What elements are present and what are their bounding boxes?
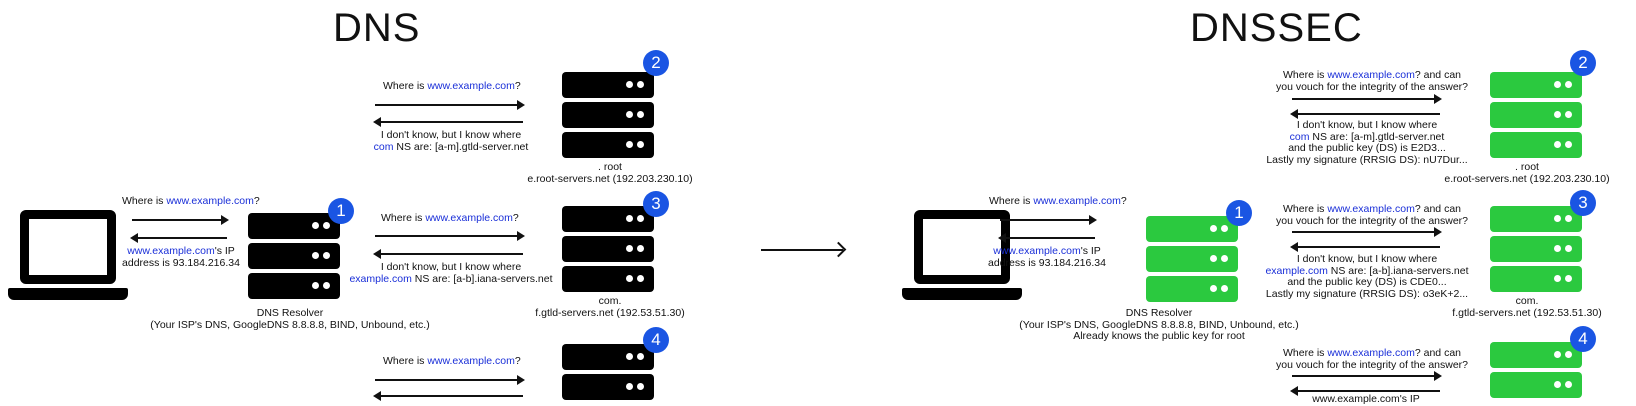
com-query-arrow (1292, 227, 1442, 237)
resolver-server (1146, 276, 1238, 302)
auth-answer-text: www.example.com's IP (1312, 393, 1420, 405)
root-server (1490, 132, 1582, 158)
root-query-text: Where is www.example.com? and can you vo… (1275, 69, 1469, 93)
client-answer-arrow (998, 233, 1095, 243)
root-query-text: Where is www.example.com? (383, 80, 521, 92)
resolver-server (1146, 246, 1238, 272)
client-answer-text: www.example.com's IP address is 93.184.2… (122, 245, 240, 269)
auth-server (562, 374, 654, 400)
auth-query-text: Where is www.example.com? (383, 355, 521, 367)
dnssec-panel: DNSSEC Where is www.example.com? www.exa… (897, 0, 1636, 405)
step-badge-2: 2 (643, 50, 669, 76)
root-answer-arrow (373, 117, 523, 127)
auth-answer-arrow (373, 391, 523, 401)
com-server (562, 266, 654, 292)
auth-query-arrow (1292, 371, 1442, 381)
transition-arrow (761, 249, 843, 251)
root-server (562, 102, 654, 128)
root-query-arrow (1292, 94, 1442, 104)
client-query-arrow (132, 215, 229, 225)
auth-answer-arrow (1290, 386, 1440, 396)
dns-panel: DNS Where is www.example.com? www.exampl… (0, 0, 738, 401)
auth-query-arrow (375, 375, 525, 385)
com-answer-arrow (1290, 242, 1440, 252)
com-query-text: Where is www.example.com? (381, 212, 519, 224)
step-badge-1: 1 (328, 198, 354, 224)
resolver-label: DNS Resolver(Your ISP's DNS, GoogleDNS 8… (1019, 307, 1299, 342)
resolver-server (248, 243, 340, 269)
auth-server (1490, 372, 1582, 398)
auth-query-text: Where is www.example.com? and can you vo… (1275, 347, 1469, 371)
com-query-arrow (375, 231, 525, 241)
client-answer-text: www.example.com's IP address is 93.184.2… (988, 245, 1106, 269)
resolver-server (248, 273, 340, 299)
step-badge-3: 3 (1570, 190, 1596, 216)
com-server (562, 236, 654, 262)
com-server (1490, 266, 1582, 292)
step-badge-4: 4 (643, 327, 669, 353)
client-query-text: Where is www.example.com? (122, 195, 260, 207)
dnssec-title: DNSSEC (1190, 6, 1363, 50)
client-query-text: Where is www.example.com? (989, 195, 1127, 207)
com-server (1490, 206, 1582, 232)
laptop-icon (902, 210, 1022, 302)
step-badge-3: 3 (643, 191, 669, 217)
com-server-label: com.f.gtld-servers.net (192.53.51.30) (535, 295, 685, 319)
root-server (562, 72, 654, 98)
root-server (562, 132, 654, 158)
root-server (1490, 72, 1582, 98)
step-badge-1: 1 (1226, 200, 1252, 226)
resolver-server (248, 213, 340, 239)
step-badge-4: 4 (1570, 326, 1596, 352)
com-query-text: Where is www.example.com? and can you vo… (1275, 203, 1469, 227)
auth-server (1490, 342, 1582, 368)
com-answer-arrow (373, 249, 523, 259)
root-answer-arrow (1290, 109, 1440, 119)
resolver-server (1146, 216, 1238, 242)
resolver-label: DNS Resolver(Your ISP's DNS, GoogleDNS 8… (150, 307, 430, 331)
auth-server (562, 344, 654, 370)
root-query-arrow (375, 100, 525, 110)
client-answer-arrow (130, 233, 227, 243)
root-server (1490, 102, 1582, 128)
client-query-arrow (1000, 215, 1097, 225)
step-badge-2: 2 (1570, 50, 1596, 76)
com-server (562, 206, 654, 232)
com-server (1490, 236, 1582, 262)
dns-title: DNS (333, 6, 421, 50)
com-server-label: com.f.gtld-servers.net (192.53.51.30) (1452, 295, 1602, 319)
laptop-icon (8, 210, 128, 302)
